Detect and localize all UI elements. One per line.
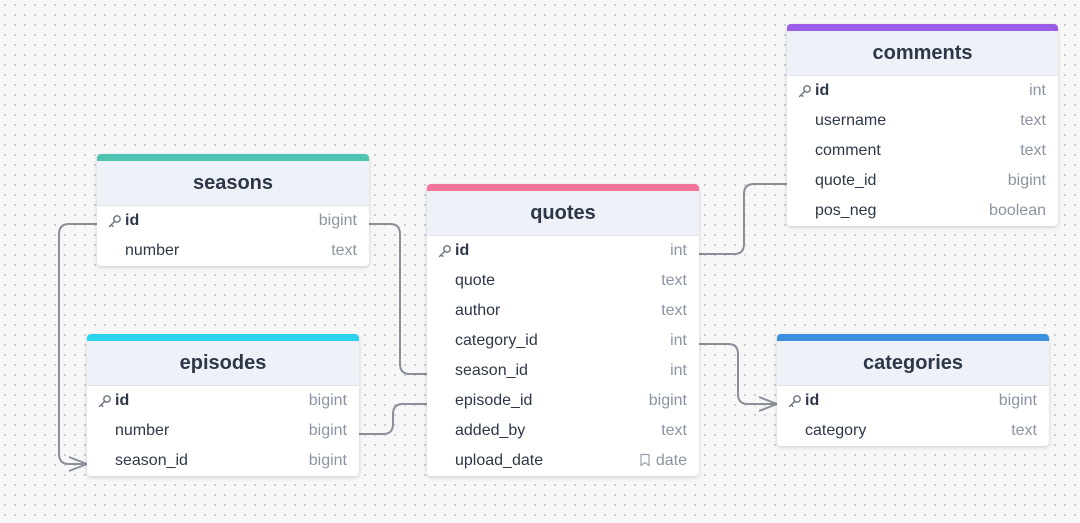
column-name: episode_id — [455, 392, 533, 409]
column-name: season_id — [115, 452, 188, 469]
column-type: bigint — [308, 422, 347, 439]
primary-key-icon — [438, 244, 452, 258]
column-name: quote_id — [815, 172, 877, 189]
column-type: int — [1029, 82, 1046, 99]
crowfoot-categories — [758, 396, 778, 412]
column-row-pos-neg[interactable]: pos_neg boolean — [787, 196, 1058, 226]
table-seasons[interactable]: seasons id bigint number text — [97, 154, 369, 266]
column-type: text — [661, 422, 687, 439]
column-list: id int username text comment text quote_id bigi… — [787, 76, 1058, 226]
column-row-season-id[interactable]: season_id int — [427, 356, 699, 386]
column-row-id[interactable]: id int — [427, 236, 699, 266]
column-row-id[interactable]: id bigint — [87, 386, 359, 416]
column-type: bigint — [998, 392, 1037, 409]
primary-key-icon — [108, 214, 122, 228]
column-list: id bigint number bigint season_id bigint — [87, 386, 359, 476]
table-color-bar — [97, 154, 369, 161]
column-list: id bigint number text — [97, 206, 369, 266]
table-color-bar — [787, 24, 1058, 31]
column-type: boolean — [989, 202, 1046, 219]
edge-quotes-categories[interactable] — [699, 343, 777, 405]
column-name: id — [815, 82, 830, 99]
table-color-bar — [87, 334, 359, 341]
column-row-id[interactable]: id bigint — [97, 206, 369, 236]
edge-episodes-quotes[interactable] — [359, 403, 427, 435]
column-name: quote — [455, 272, 496, 289]
column-type: int — [670, 362, 687, 379]
column-row-id[interactable]: id bigint — [777, 386, 1049, 416]
edge-seasons-quotes[interactable] — [369, 223, 427, 375]
column-row-comment[interactable]: comment text — [787, 136, 1058, 166]
column-type: text — [661, 302, 687, 319]
table-header[interactable]: seasons — [97, 161, 369, 206]
column-type: int — [670, 332, 687, 349]
column-type: bigint — [308, 452, 347, 469]
column-type-text: date — [655, 452, 687, 469]
column-type: bigint — [318, 212, 357, 229]
column-row-id[interactable]: id int — [787, 76, 1058, 106]
table-header[interactable]: categories — [777, 341, 1049, 386]
note-icon — [639, 453, 651, 467]
column-type: bigint — [1007, 172, 1046, 189]
table-comments[interactable]: comments id int username text comment text quo… — [787, 24, 1058, 226]
column-row-added-by[interactable]: added_by text — [427, 416, 699, 446]
column-type: date — [639, 452, 687, 470]
column-type: text — [661, 272, 687, 289]
table-header[interactable]: comments — [787, 31, 1058, 76]
column-row-username[interactable]: username text — [787, 106, 1058, 136]
column-name: id — [455, 242, 470, 259]
column-row-number[interactable]: number text — [97, 236, 369, 266]
crowfoot-episodes — [68, 456, 88, 472]
column-row-episode-id[interactable]: episode_id bigint — [427, 386, 699, 416]
column-type: text — [1011, 422, 1037, 439]
table-color-bar — [777, 334, 1049, 341]
primary-key-icon — [788, 394, 802, 408]
table-header[interactable]: quotes — [427, 191, 699, 236]
table-episodes[interactable]: episodes id bigint number bigint season_id bi… — [87, 334, 359, 476]
column-name: category_id — [455, 332, 538, 349]
column-name: comment — [815, 142, 881, 159]
column-type: int — [670, 242, 687, 259]
column-name: author — [455, 302, 501, 319]
column-type: text — [331, 242, 357, 259]
column-name: category — [805, 422, 867, 439]
column-name: pos_neg — [815, 202, 877, 219]
primary-key-icon — [798, 84, 812, 98]
column-name: number — [125, 242, 180, 259]
column-type: bigint — [308, 392, 347, 409]
column-name: number — [115, 422, 170, 439]
column-row-quote-id[interactable]: quote_id bigint — [787, 166, 1058, 196]
column-name: id — [115, 392, 130, 409]
column-name: added_by — [455, 422, 526, 439]
column-name: season_id — [455, 362, 528, 379]
table-quotes[interactable]: quotes id int quote text author text category_… — [427, 184, 699, 476]
column-type: bigint — [648, 392, 687, 409]
column-name: username — [815, 112, 887, 129]
table-categories[interactable]: categories id bigint category text — [777, 334, 1049, 446]
column-row-season-id[interactable]: season_id bigint — [87, 446, 359, 476]
column-row-upload-date[interactable]: upload_date date — [427, 446, 699, 476]
column-row-category-id[interactable]: category_id int — [427, 326, 699, 356]
primary-key-icon — [98, 394, 112, 408]
table-header[interactable]: episodes — [87, 341, 359, 386]
column-name: id — [125, 212, 140, 229]
column-type: text — [1020, 112, 1046, 129]
column-row-author[interactable]: author text — [427, 296, 699, 326]
column-row-category[interactable]: category text — [777, 416, 1049, 446]
column-type: text — [1020, 142, 1046, 159]
table-color-bar — [427, 184, 699, 191]
column-row-number[interactable]: number bigint — [87, 416, 359, 446]
column-name: id — [805, 392, 820, 409]
column-row-quote[interactable]: quote text — [427, 266, 699, 296]
edge-quotes-comments[interactable] — [699, 183, 787, 255]
column-name: upload_date — [455, 452, 544, 469]
column-list: id bigint category text — [777, 386, 1049, 446]
